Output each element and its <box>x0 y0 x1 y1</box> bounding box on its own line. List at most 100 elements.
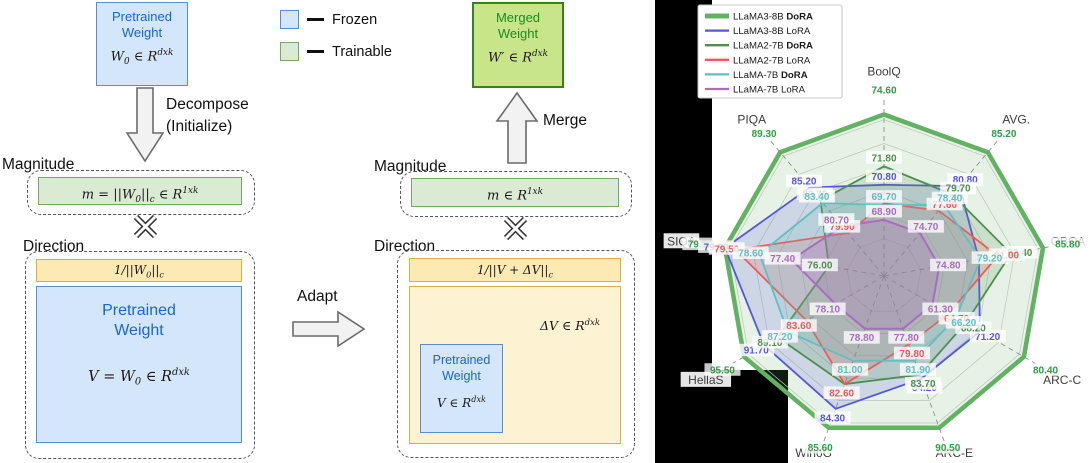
value-bbox <box>929 441 966 454</box>
value-label-ARC-C-LLaMA3-8B-DoRA: 80.40 <box>1033 365 1058 376</box>
legend-label-LLaMA-7B-LoRA: LLaMA-7B LoRA <box>733 85 806 96</box>
value-bbox <box>746 127 783 140</box>
magnitude-formula-left: m = ||W0||c ∈ R1xk <box>81 186 199 205</box>
direction-weight-title-2: Weight <box>114 322 164 339</box>
trainable-swatch <box>280 42 299 61</box>
value-label-HellaS-LLaMA2-7B-DoRA: 89.10 <box>757 338 782 349</box>
magnitude-formula-right: m ∈ R1xk <box>487 187 543 204</box>
direction-weight-title-r1: Pretrained <box>432 353 491 367</box>
value-bbox <box>798 190 835 203</box>
value-label-ARC-C-LLaMA3-8B-LoRA: 71.20 <box>975 332 1000 343</box>
value-label-BoolQ-LLaMA2-7B-DoRA: 71.80 <box>871 153 896 164</box>
value-bbox <box>931 191 968 205</box>
value-label-PIQA-LLaMA-7B-DoRA: 83.40 <box>804 192 829 203</box>
value-bbox <box>893 346 930 360</box>
category-bbox <box>862 63 906 79</box>
legend-label-LLaMA3-8B-DoRA: LLaMA3-8B DoRA <box>733 12 813 23</box>
category-label-AVG.: AVG. <box>1002 112 1030 126</box>
value-bbox <box>814 411 851 424</box>
legend-label-LLaMA2-7B-DoRA: LLaMA2-7B DoRA <box>733 41 813 52</box>
axis-line-PIQA <box>761 129 885 277</box>
decompose-label-2: (Initialize) <box>166 118 233 135</box>
axis-line-ARC-C <box>883 275 1050 372</box>
radar-legend-box <box>697 4 843 99</box>
category-label-ARC-C: ARC-C <box>1043 373 1081 387</box>
value-bbox <box>922 302 959 316</box>
value-bbox <box>945 316 982 329</box>
value-label-AVG.-LLaMA3-8B-DoRA: 85.20 <box>991 129 1016 140</box>
value-label-PIQA-LLaMA3-8B-DoRA: 89.30 <box>752 129 777 140</box>
direction-scale-right: 1/||V + ΔV||c <box>409 258 621 282</box>
value-bbox <box>732 246 769 259</box>
value-bbox <box>899 363 936 376</box>
axis-line-AVG. <box>883 129 1007 277</box>
value-label-WinoG-LLaMA3-8B-DoRA: 85.60 <box>808 443 833 454</box>
merge-arrow <box>495 91 539 164</box>
value-label-ARC-E-LLaMA2-7B-DoRA: 83.70 <box>910 379 935 390</box>
value-bbox <box>866 190 902 203</box>
axis-line-HellaS <box>718 275 885 372</box>
value-bbox <box>761 330 798 343</box>
pretrained-weight-title-1: Pretrained <box>112 9 172 24</box>
value-bbox <box>940 181 977 195</box>
value-label-HellaS-LLaMA2-7B-LoRA: 83.60 <box>786 321 811 332</box>
radar-chart: BoolQAVG.OBQAARC-CARC-EWinoGHellaSSIQAPI… <box>655 0 1090 463</box>
decompose-label-1: Decompose <box>166 96 249 113</box>
magnitude-dashed-box-right <box>400 171 632 217</box>
multiply-icon <box>503 216 528 241</box>
value-bbox <box>780 319 817 332</box>
direction-dashed-box-left <box>25 251 255 459</box>
trainable-label: Trainable <box>332 43 392 60</box>
value-bbox <box>866 204 902 218</box>
value-label-SIQA-LLaMA2-7B-LoRA: 79.50 <box>714 244 739 255</box>
value-bbox <box>1049 237 1086 251</box>
value-label-HellaS-LLaMA3-8B-DoRA: 95.50 <box>710 365 735 376</box>
value-bbox <box>809 302 846 316</box>
value-label-OBQA-LLaMA-7B-LoRA: 74.80 <box>936 261 961 272</box>
direction-scale-formula-right: 1/||V + ΔV||c <box>476 263 554 280</box>
grid-ring <box>753 143 1015 401</box>
direction-dashed-box-right <box>397 250 635 458</box>
value-label-AVG.-LLaMA3-8B-LoRA: 80.80 <box>953 175 978 186</box>
value-label-OBQA-LLaMA-7B-DoRA: 79.20 <box>977 253 1002 264</box>
adapt-arrow <box>292 310 366 348</box>
value-label-ARC-C-LLaMA2-7B-DoRA: 68.20 <box>961 324 986 335</box>
merged-weight-title-1: Merged <box>495 10 541 25</box>
direction-weight-formula-left: V = W0 ∈ Rdxk <box>88 367 190 388</box>
value-label-ARC-C-LLaMA-7B-DoRA: 66.20 <box>951 318 976 329</box>
magnitude-box-left: m = ||W0||c ∈ R1xk <box>38 177 242 205</box>
legend-label-LLaMA2-7B-LoRA: LLaMA2-7B LoRA <box>733 55 811 66</box>
value-bbox <box>930 258 967 272</box>
axis-line-ARC-E <box>883 275 950 456</box>
trainable-dash <box>307 50 324 53</box>
value-bbox <box>905 377 942 390</box>
direction-weight-box-right: Pretrained Weight V ∈ Rdxk <box>420 344 503 433</box>
category-label-BoolQ: BoolQ <box>867 64 900 78</box>
value-label-OBQA-LLaMA3-8B-DoRA: 85.80 <box>1055 240 1080 251</box>
grid-ring <box>846 238 922 312</box>
value-label-AVG.-LLaMA2-7B-LoRA: 77.60 <box>932 200 957 211</box>
legend-frozen: Frozen <box>280 10 377 29</box>
axis-line-SIQA <box>696 242 885 277</box>
value-bbox <box>907 220 944 233</box>
architecture-diagram: B r A Pretrained Weight W0 ∈ Rdxk Frozen… <box>0 0 655 463</box>
value-bbox <box>985 127 1022 140</box>
value-bbox <box>866 83 902 96</box>
direction-label-left: Direction <box>23 238 85 255</box>
frozen-label: Frozen <box>332 11 378 28</box>
value-label-SIQA-LLaMA2-7B-DoRA: 76.00 <box>807 261 832 272</box>
grid-ring <box>823 214 945 334</box>
value-label-ARC-E-LLaMA-7B-LoRA: 77.80 <box>894 333 919 344</box>
magnitude-dashed-box-left <box>27 170 255 215</box>
value-label-AVG.-LLaMA-7B-DoRA: 78.40 <box>937 194 962 205</box>
merge-label: Merge <box>543 112 587 129</box>
value-label-AVG.-LLaMA-7B-LoRA: 74.70 <box>913 222 938 233</box>
magnitude-label-left: Magnitude <box>2 156 75 173</box>
value-bbox <box>866 169 902 183</box>
value-bbox <box>832 363 869 376</box>
direction-weight-box-left: Pretrained Weight V = W0 ∈ Rdxk <box>36 286 242 443</box>
value-bbox <box>866 151 902 164</box>
value-label-PIQA-LLaMA3-8B-LoRA: 85.20 <box>791 177 816 188</box>
merged-weight-title-2: Weight <box>497 26 539 42</box>
pretrained-weight-formula: W0 ∈ Rdxk <box>110 47 174 67</box>
